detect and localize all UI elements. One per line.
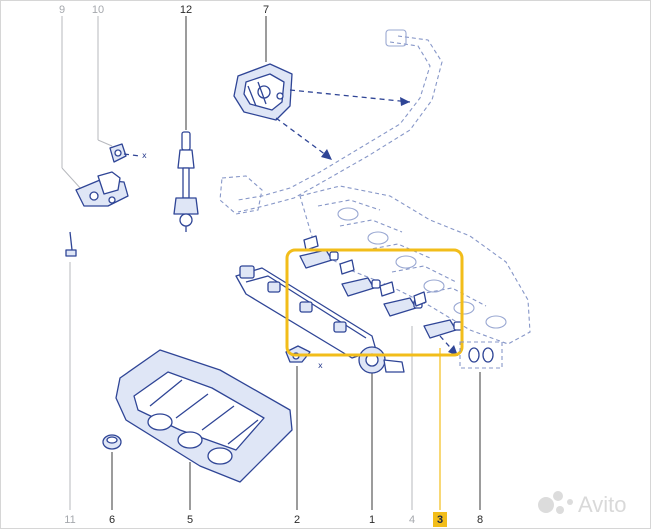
callout-4: 4: [409, 514, 415, 526]
arrow-3-head: [448, 345, 458, 356]
leader-10-h: [97, 139, 113, 147]
part-8-o-rings: [459, 341, 503, 369]
part-1-fuel-rail: [235, 265, 405, 374]
callout-7: 7: [263, 4, 269, 16]
part-12-sensor: [173, 131, 199, 232]
leader-lines: [61, 16, 481, 510]
callout-12: 12: [180, 4, 192, 16]
x-mark-b: x: [318, 361, 323, 370]
callout-8: 8: [477, 514, 483, 526]
part-11-screw: [65, 231, 77, 257]
callout-10: 10: [92, 4, 104, 16]
callout-6: 6: [109, 514, 115, 526]
intake-manifold-ghost: [299, 185, 531, 345]
arrow-7-down-head: [321, 149, 332, 160]
leader-9-diag: [61, 167, 83, 191]
callout-9: 9: [59, 4, 65, 16]
x-mark-a-line: [123, 153, 141, 157]
callout-1: 1: [369, 514, 375, 526]
callout-11: 11: [64, 514, 75, 526]
avito-logo-icon: [538, 491, 573, 514]
watermark: Avito: [538, 491, 627, 517]
part-6-grommet: [102, 434, 122, 450]
part-9-bracket: [75, 171, 129, 207]
arrow-7-right: [289, 89, 411, 103]
part-10-bolt: [109, 143, 127, 163]
arrow-7-down: [275, 117, 331, 159]
part-4-clips: [303, 235, 427, 307]
callout-3-bg: [433, 512, 447, 527]
callouts: 9 10 12 7 11 6 5 2 1 4 3 8: [59, 4, 483, 527]
x-mark-a: x: [142, 151, 147, 160]
part-7-housing: [233, 63, 293, 121]
vacuum-hose-ghost: [219, 29, 443, 215]
part-5-engine-cover: [115, 349, 293, 483]
callout-2: 2: [294, 514, 300, 526]
arrow-7-right-head: [400, 97, 410, 106]
watermark-brand: Avito: [578, 492, 627, 517]
highlight-box: [285, 248, 464, 357]
callout-5: 5: [187, 514, 193, 526]
callout-3: 3: [437, 514, 443, 526]
